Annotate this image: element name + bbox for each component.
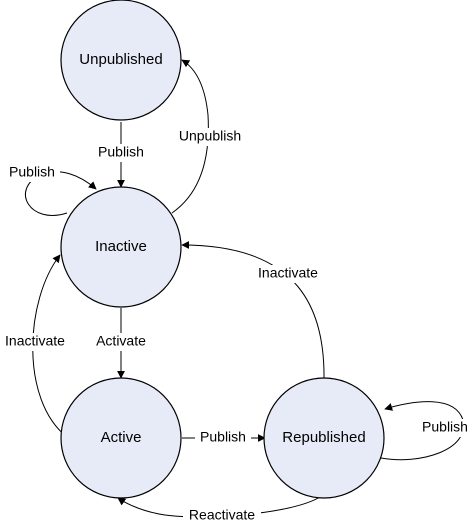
state-active-circle <box>60 377 182 499</box>
label-publish-unpublished: Publish <box>98 144 144 160</box>
state-republished: Republished <box>263 377 385 499</box>
states: Unpublished Inactive Active Republished <box>60 0 385 499</box>
label-inactivate-from-republished: Inactivate <box>258 265 318 281</box>
edge-labels: Publish Unpublish Publish Activate Inact… <box>0 128 473 525</box>
label-activate: Activate <box>96 333 146 349</box>
label-reactivate: Reactivate <box>189 507 255 523</box>
state-unpublished: Unpublished <box>60 0 182 121</box>
edge-inactive-to-unpublished <box>171 59 209 214</box>
state-active: Active <box>60 377 182 499</box>
state-active-label: Active <box>101 429 142 446</box>
state-unpublished-label: Unpublished <box>79 51 162 68</box>
label-publish-self-inactive: Publish <box>9 164 55 180</box>
state-inactive-label: Inactive <box>95 238 147 255</box>
label-publish-self-republished: Publish <box>422 419 468 435</box>
state-republished-label: Republished <box>282 429 365 446</box>
label-inactivate-from-active: Inactivate <box>5 333 65 349</box>
state-unpublished-circle <box>60 0 182 121</box>
state-inactive-circle <box>60 186 182 308</box>
label-unpublish: Unpublish <box>179 128 241 144</box>
state-republished-circle <box>263 377 385 499</box>
edge-republished-to-inactive <box>181 241 325 381</box>
state-inactive: Inactive <box>60 186 182 308</box>
edge-republished-to-active <box>117 496 321 518</box>
label-publish-active-to-republished: Publish <box>200 429 246 445</box>
